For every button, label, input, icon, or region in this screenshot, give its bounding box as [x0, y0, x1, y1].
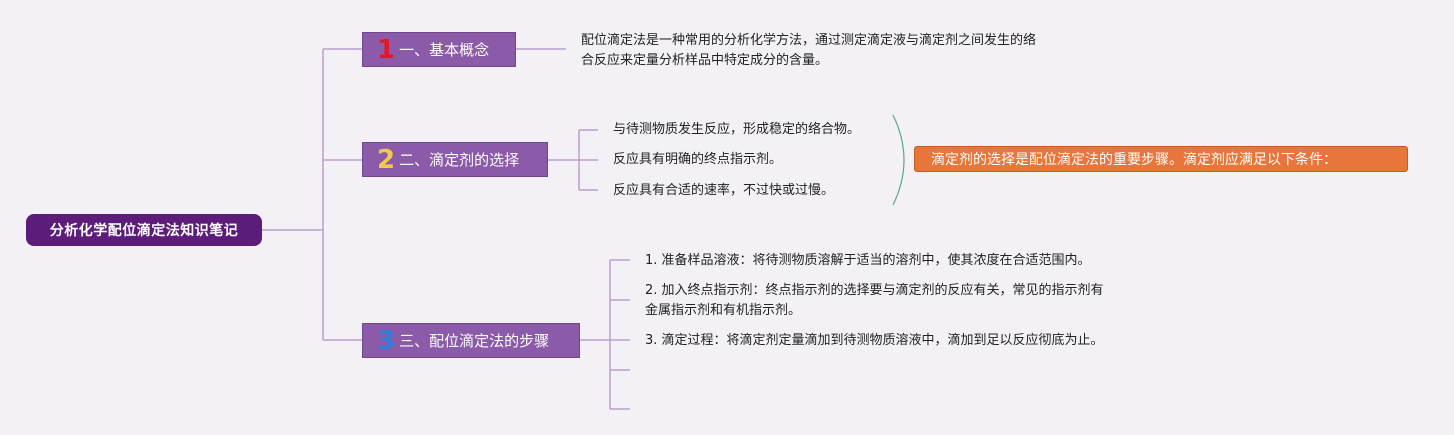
- branch-label: 二、滴定剂的选择: [399, 151, 520, 169]
- leaf-definition[interactable]: 配位滴定法是一种常用的分析化学方法，通过测定滴定液与滴定剂之间发生的络 合反应来…: [581, 31, 1036, 71]
- summary-callout[interactable]: 滴定剂的选择是配位滴定法的重要步骤。滴定剂应满足以下条件：: [914, 146, 1408, 172]
- summary-text: 滴定剂的选择是配位滴定法的重要步骤。滴定剂应满足以下条件：: [931, 152, 1337, 168]
- leaf-text-line: 配位滴定法是一种常用的分析化学方法，通过测定滴定液与滴定剂之间发生的络: [581, 33, 1037, 48]
- branch-titrant-selection[interactable]: 2 二、滴定剂的选择: [362, 142, 548, 177]
- leaf-text-line: 合反应来定量分析样品中特定成分的含量。: [581, 53, 829, 68]
- leaf-condition-1[interactable]: 与待测物质发生反应，形成稳定的络合物。: [613, 122, 861, 137]
- branch-basic-concepts[interactable]: 1 一、基本概念: [362, 32, 516, 67]
- branch-label: 一、基本概念: [399, 41, 490, 59]
- leaf-condition-2[interactable]: 反应具有明确的终点指示剂。: [613, 152, 783, 167]
- root-node[interactable]: 分析化学配位滴定法知识笔记: [26, 214, 262, 246]
- branch-label: 三、配位滴定法的步骤: [399, 332, 550, 350]
- branch-procedure-steps[interactable]: 3 三、配位滴定法的步骤: [362, 323, 580, 358]
- number-2-icon: 2: [377, 144, 396, 175]
- leaf-step-2[interactable]: 2. 加入终点指示剂：终点指示剂的选择要与滴定剂的反应有关，常见的指示剂有 金属…: [645, 281, 1104, 321]
- number-3-icon: 3: [377, 325, 396, 356]
- root-title: 分析化学配位滴定法知识笔记: [49, 223, 239, 239]
- leaf-condition-3[interactable]: 反应具有合适的速率，不过快或过慢。: [613, 183, 835, 198]
- leaf-step-1[interactable]: 1. 准备样品溶液：将待测物质溶解于适当的溶剂中，使其浓度在合适范围内。: [645, 253, 1091, 268]
- leaf-step-3[interactable]: 3. 滴定过程：将滴定剂定量滴加到待测物质溶液中，滴加到足以反应彻底为止。: [645, 333, 1104, 348]
- number-1-icon: 1: [377, 34, 396, 65]
- leaf-text-line: 2. 加入终点指示剂：终点指示剂的选择要与滴定剂的反应有关，常见的指示剂有: [645, 283, 1104, 298]
- leaf-text-line: 金属指示剂和有机指示剂。: [645, 303, 802, 318]
